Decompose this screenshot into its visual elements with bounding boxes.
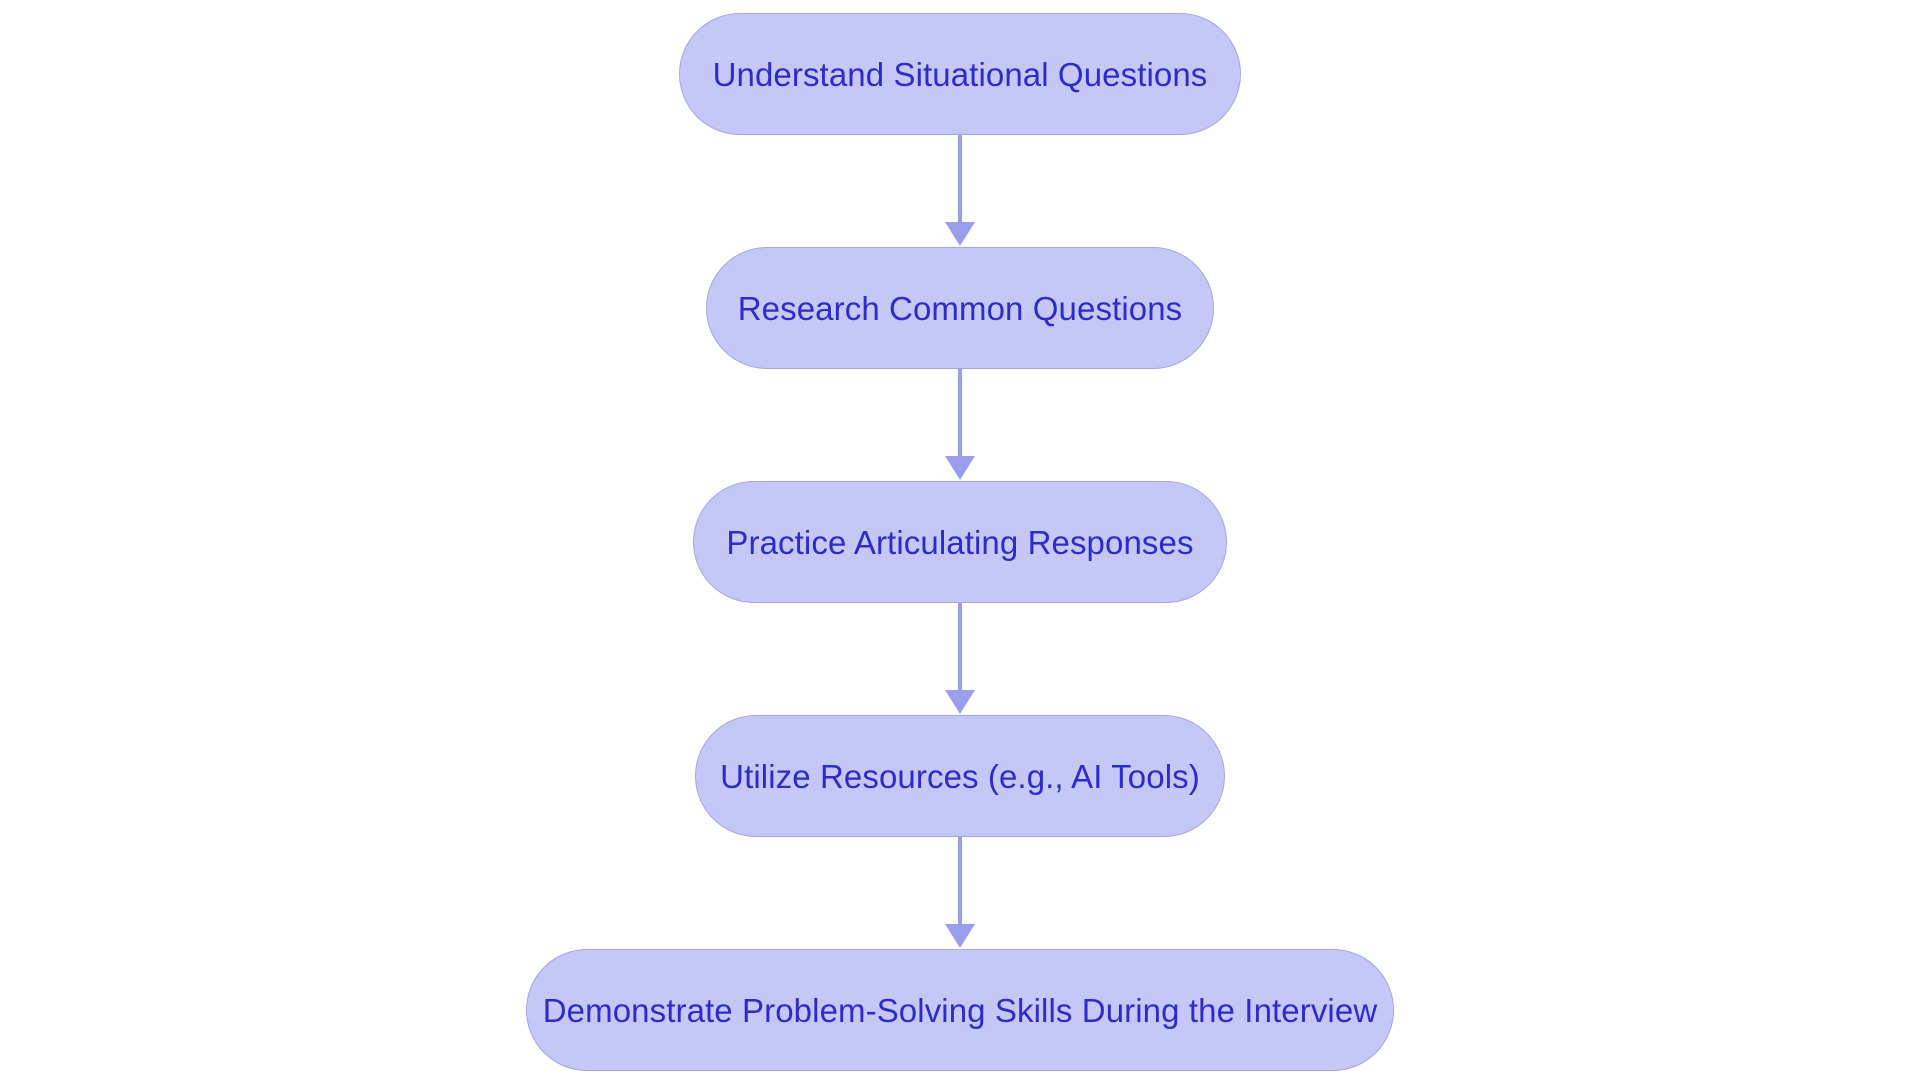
down-arrow-icon xyxy=(945,690,975,714)
flowchart-node-label: Understand Situational Questions xyxy=(712,55,1208,93)
flowchart-node-step-5[interactable]: Demonstrate Problem-Solving Skills Durin… xyxy=(526,949,1394,1071)
connector-line xyxy=(958,369,962,457)
connector-line xyxy=(958,837,962,925)
down-arrow-icon xyxy=(945,924,975,948)
flowchart-connector-3-to-4 xyxy=(940,603,980,715)
flowchart-node-step-3[interactable]: Practice Articulating Responses xyxy=(693,481,1227,603)
connector-line xyxy=(958,135,962,223)
flowchart-connector-4-to-5 xyxy=(940,837,980,949)
flowchart-connector-2-to-3 xyxy=(940,369,980,481)
flowchart-node-label: Practice Articulating Responses xyxy=(726,523,1194,561)
flowchart-node-step-1[interactable]: Understand Situational Questions xyxy=(679,13,1241,135)
down-arrow-icon xyxy=(945,456,975,480)
flowchart-connector-1-to-2 xyxy=(940,135,980,247)
flowchart-node-step-4[interactable]: Utilize Resources (e.g., AI Tools) xyxy=(695,715,1225,837)
flowchart-node-label: Utilize Resources (e.g., AI Tools) xyxy=(720,757,1200,795)
down-arrow-icon xyxy=(945,222,975,246)
flowchart-node-label: Research Common Questions xyxy=(737,289,1183,327)
flowchart-node-step-2[interactable]: Research Common Questions xyxy=(706,247,1214,369)
flowchart-node-label: Demonstrate Problem-Solving Skills Durin… xyxy=(542,991,1378,1029)
connector-line xyxy=(958,603,962,691)
